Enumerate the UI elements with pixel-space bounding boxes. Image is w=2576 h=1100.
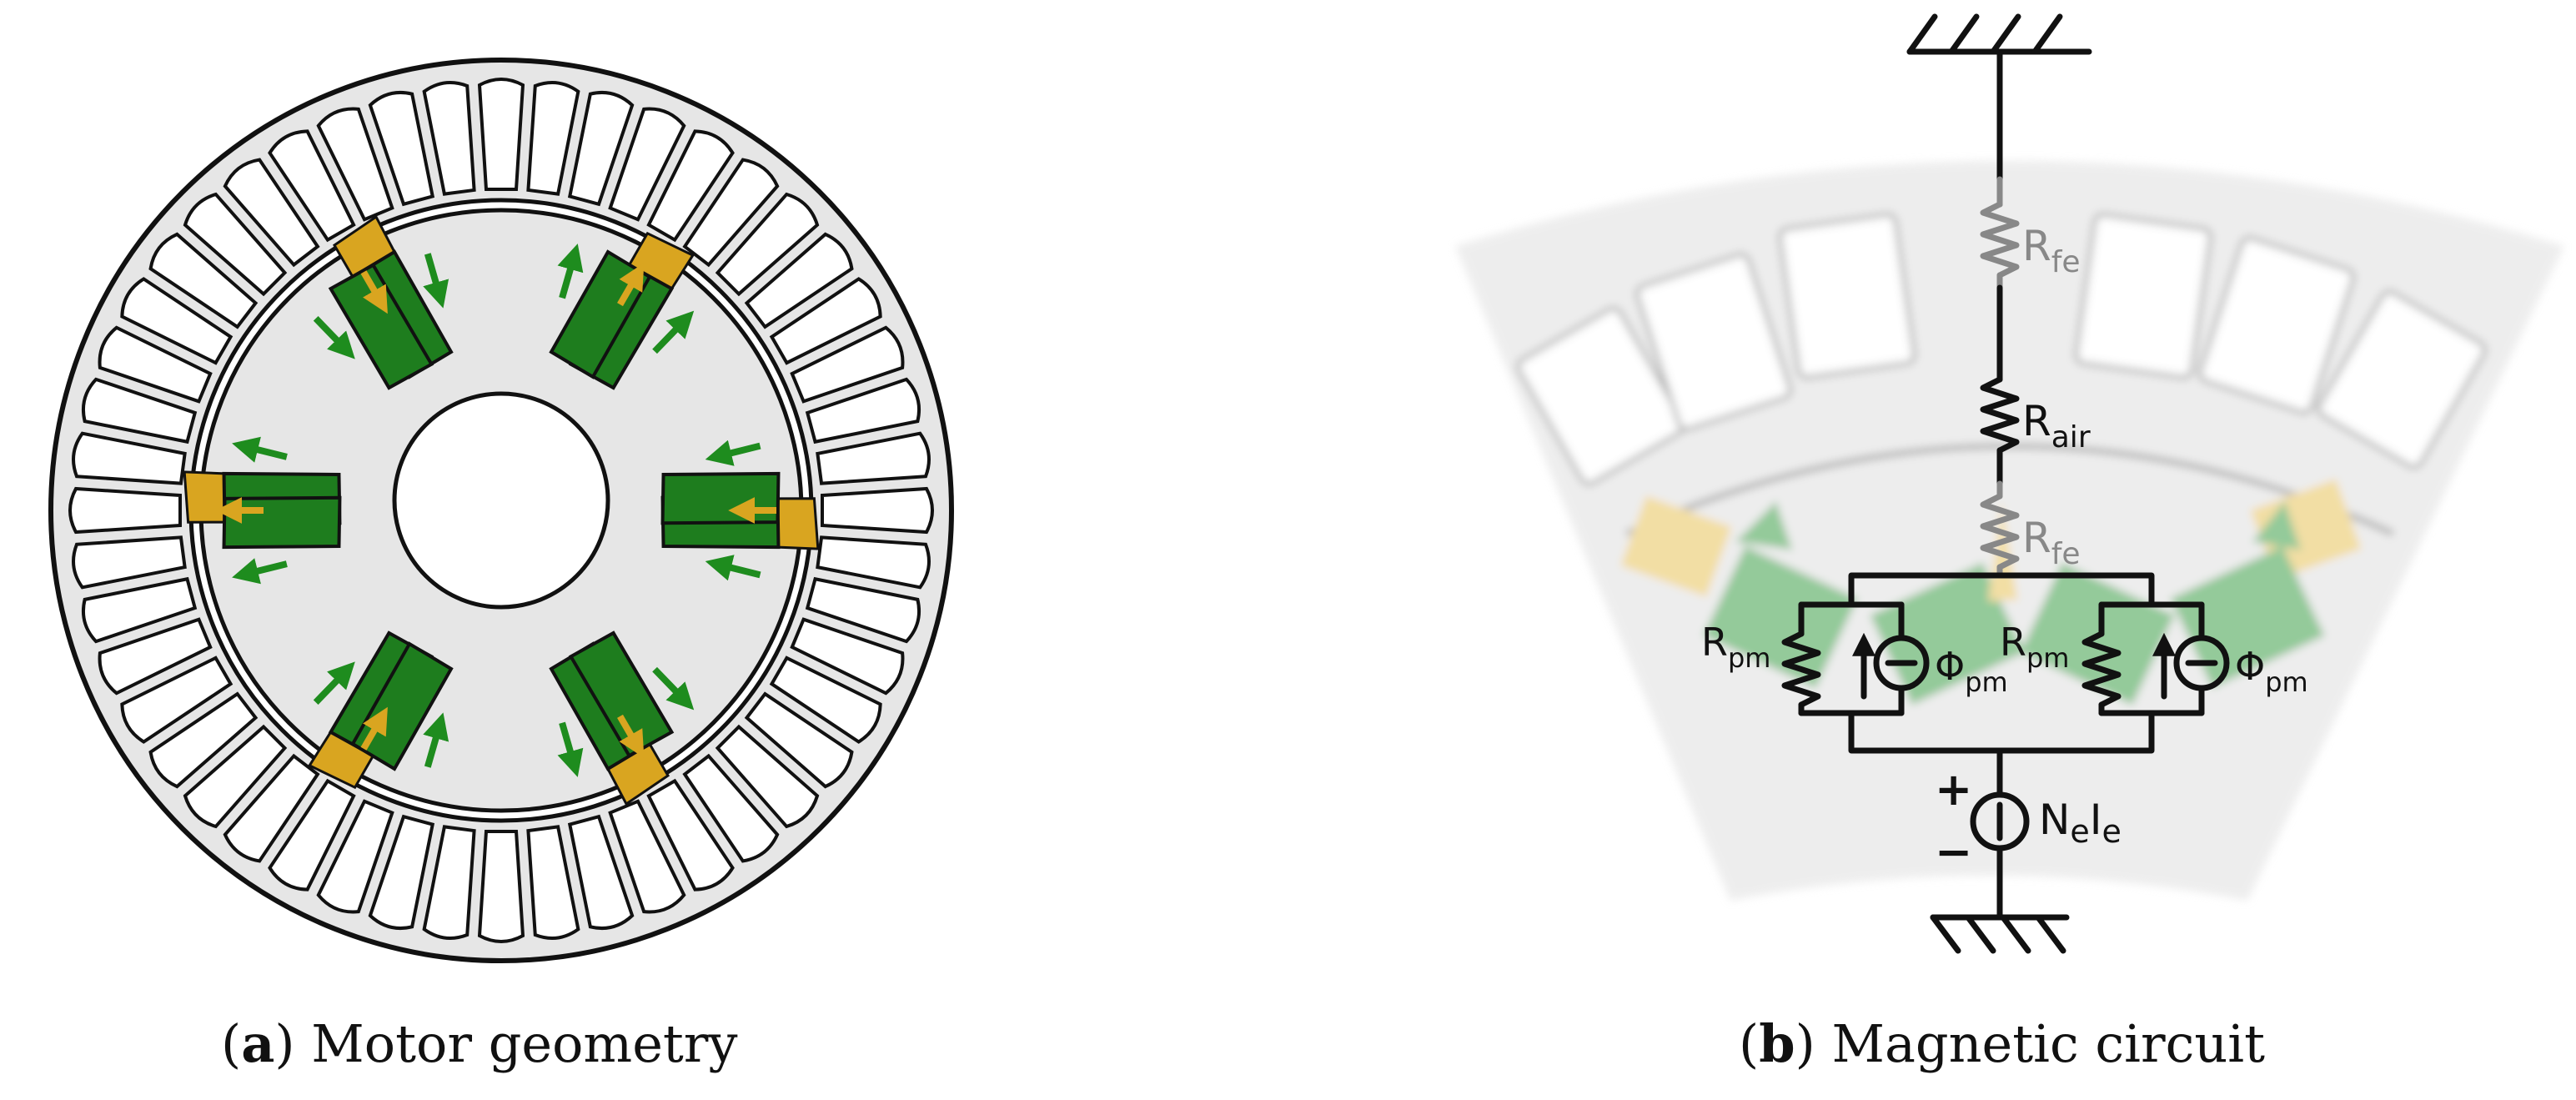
label-rair: Rair <box>2022 397 2091 455</box>
stator-slot <box>183 724 288 829</box>
stator-slot <box>608 799 686 914</box>
branch-left <box>1781 601 1930 716</box>
stator-slots <box>68 78 934 943</box>
stator-slot <box>223 158 320 268</box>
stator-slot <box>368 814 435 931</box>
caption-b: (b) Magnetic circuit <box>1739 1013 2265 1074</box>
label-rpm-right: Rpm <box>2000 620 2069 674</box>
stator-slot <box>567 814 635 931</box>
circuit-labels: Rfe Rair Rfe Rpm Φpm Rpm Φpm NeIe + − <box>1701 222 2308 878</box>
rotor-pole-mirror <box>328 263 434 390</box>
label-phipm-left: Φpm <box>1935 644 2008 698</box>
flux-arrow <box>423 712 449 768</box>
stator-slot <box>646 778 735 892</box>
stator-slot <box>268 129 356 243</box>
stator-slot <box>81 576 198 644</box>
stator-slot <box>120 277 233 365</box>
faded-motor-sector <box>1455 160 2564 901</box>
stator-slot <box>567 90 635 207</box>
stator-slot <box>744 232 854 329</box>
flux-arrow <box>232 436 288 463</box>
flux-arrow <box>705 555 761 581</box>
stator-slot <box>816 535 931 590</box>
stator-slot <box>526 81 580 196</box>
stator-slot <box>790 617 905 696</box>
stator-slot <box>316 799 394 914</box>
stator-slot <box>368 90 435 207</box>
rotor-pole-mirror <box>350 641 454 771</box>
flux-arrow <box>313 316 355 359</box>
flux-arrow <box>557 244 584 299</box>
stator-slot <box>148 691 259 789</box>
stator-slot <box>682 158 780 268</box>
flux-arrow <box>652 310 695 354</box>
magnet <box>328 263 434 390</box>
stator-slot <box>72 431 187 485</box>
mmf-source <box>1970 791 2030 921</box>
flux-arrow <box>617 714 645 758</box>
rotor-pole-mirror <box>568 630 675 758</box>
stator-slot <box>608 107 686 222</box>
stator-slot <box>316 107 394 222</box>
motor-geometry <box>48 58 954 963</box>
stator-slot <box>223 753 320 863</box>
resistor-rair <box>1980 376 2020 454</box>
stator-slot <box>805 576 921 644</box>
stator-slot <box>422 81 476 196</box>
stator-slot <box>68 486 182 535</box>
flux-arrow <box>313 661 355 705</box>
stator-slot <box>769 655 882 744</box>
stator-slot <box>72 535 187 590</box>
stator-slot <box>120 655 233 744</box>
label-plus: + <box>1935 763 1972 816</box>
ground-bottom <box>1930 914 2070 954</box>
flux-arrow <box>360 270 388 314</box>
flux-arrow <box>705 439 761 466</box>
flux-arrow <box>557 721 584 777</box>
stator-slot <box>183 192 288 297</box>
caption-a: (a) Motor geometry <box>221 1013 738 1074</box>
label-rfe-mid: Rfe <box>2022 514 2081 571</box>
flux-arrows <box>215 244 776 777</box>
stator-slot <box>81 377 198 445</box>
stator-slot <box>715 724 820 829</box>
stator-slot <box>805 377 921 445</box>
stator-slot <box>769 277 882 365</box>
magnetic-circuit <box>1781 13 2230 954</box>
magnet <box>350 641 454 771</box>
flux-arrow <box>360 706 388 751</box>
label-minus: − <box>1935 826 1972 878</box>
stator-slot <box>646 129 735 243</box>
stator-slot <box>715 192 820 297</box>
label-source: NeIe <box>2039 796 2122 850</box>
stator-slot <box>268 778 356 892</box>
flux-arrow <box>652 666 695 711</box>
magnet <box>568 630 675 758</box>
flux-arrow <box>232 558 288 585</box>
stator-slot <box>526 825 580 940</box>
label-rpm-left: Rpm <box>1701 620 1770 674</box>
stator-slot <box>422 825 476 940</box>
stator-slot <box>744 691 854 789</box>
stator-slot <box>790 325 905 404</box>
stator-slot <box>816 431 931 485</box>
stator-slot <box>682 753 780 863</box>
stator-slot <box>98 325 213 404</box>
flux-arrow <box>423 253 449 309</box>
stator-slot <box>98 617 213 696</box>
stator-slot <box>821 486 934 535</box>
label-rfe-top: Rfe <box>2022 222 2081 279</box>
label-phipm-right: Φpm <box>2235 644 2308 698</box>
stator-slot <box>148 232 259 329</box>
shaft <box>392 391 610 610</box>
stator-slot <box>477 78 525 191</box>
flux-arrow <box>617 263 645 307</box>
stator-slot <box>477 830 525 943</box>
